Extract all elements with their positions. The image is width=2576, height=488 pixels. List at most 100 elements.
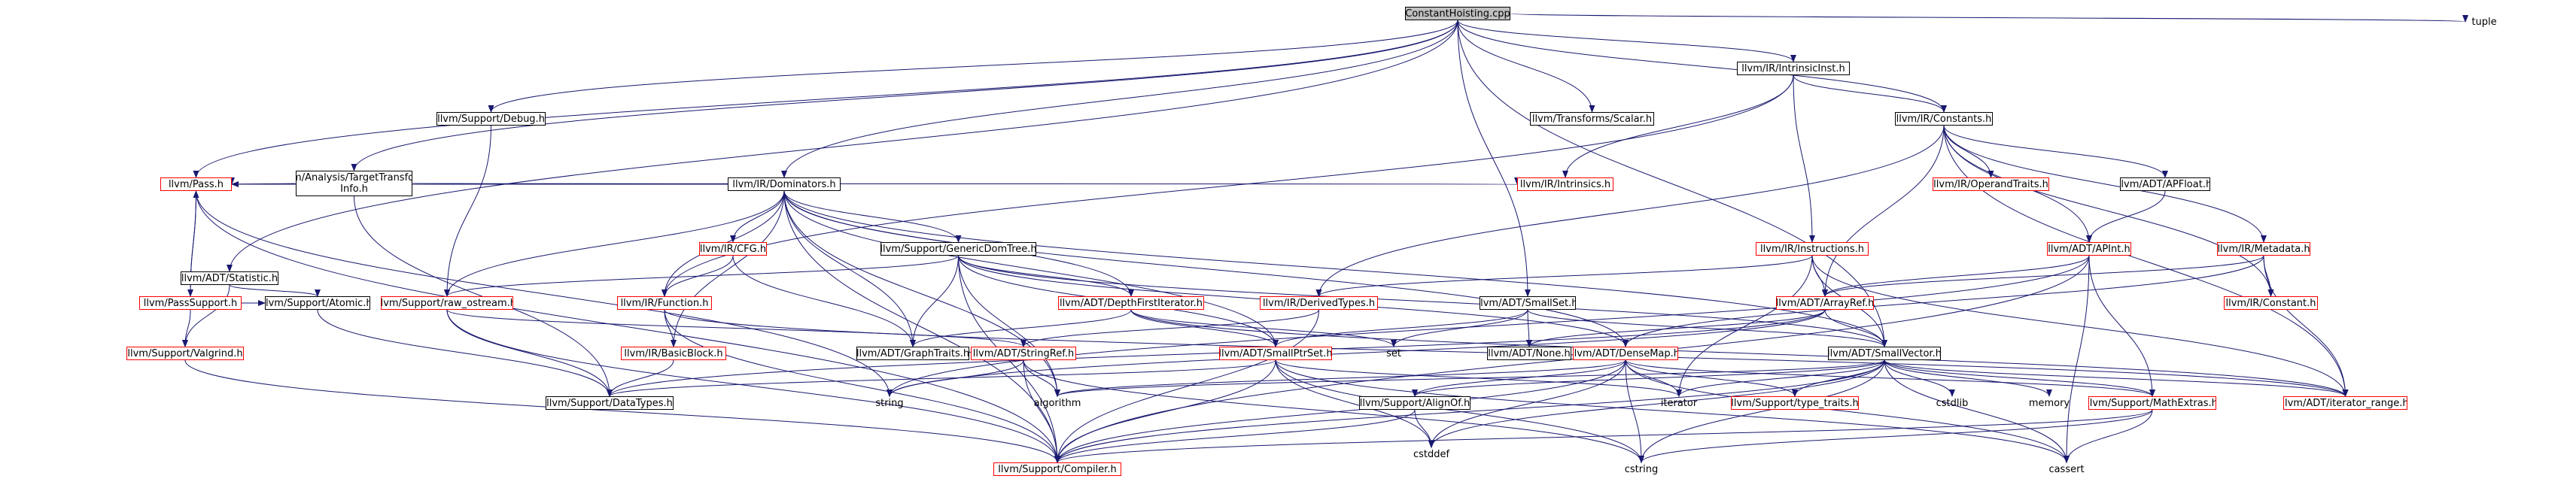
edge-genericdomtree-to-rawostream (444, 255, 959, 297)
edge-densemap-to-cassert (1625, 359, 2070, 463)
node-stringref-h[interactable]: llvm/ADT/StringRef.h (971, 347, 1076, 360)
node-intrinsics-h[interactable]: llvm/IR/Intrinsics.h (1517, 177, 1613, 191)
node-raw-ostream-h[interactable]: llvm/Support/raw_ostream.h (381, 296, 513, 310)
node-iterator-range-h[interactable]: llvm/ADT/iterator_range.h (2283, 396, 2407, 410)
node-compiler-h[interactable]: llvm/Support/Compiler.h (993, 462, 1121, 476)
node-type-traits-h[interactable]: llvm/Support/type_traits.h (1731, 396, 1859, 410)
node-cstring: cstring (1624, 463, 1659, 475)
edge-constants-to-apfloat (1943, 125, 2168, 178)
edge-root-to-tti (351, 20, 1458, 171)
node-set: set (1386, 347, 1401, 359)
node-metadata-h[interactable]: llvm/IR/Metadata.h (2217, 242, 2310, 256)
edge-depthfirst-to-smallptrset (1130, 309, 1279, 347)
edge-dominators-to-cfg (730, 190, 785, 243)
edge-smallptrset-to-cassert (1275, 359, 2070, 463)
edge-apint-to-cassert (2064, 255, 2090, 463)
edge-root-to-scalar (1457, 20, 1595, 113)
node-smallset-h[interactable]: llvm/ADT/SmallSet.h (1480, 296, 1576, 310)
edge-smallvector-to-iteratorrange (1884, 359, 2349, 397)
node-scalar-h[interactable]: llvm/Transforms/Scalar.h (1530, 112, 1654, 126)
edge-genericdomtree-to-graphtraits (910, 255, 959, 347)
node-mathextras-h[interactable]: llvm/Support/MathExtras.h (2088, 396, 2216, 410)
edge-smallvector-to-alignof (1412, 359, 1885, 397)
node-apint-h[interactable]: llvm/ADT/APInt.h (2047, 242, 2131, 256)
edge-basicblock-to-datatypes (607, 359, 674, 397)
edge-intrinsicinst-to-intrinsics (1562, 74, 1794, 178)
edge-rawostream-to-stringref (446, 309, 1026, 347)
node-dominators-h[interactable]: llvm/IR/Dominators.h (728, 177, 841, 191)
node-cfg-h[interactable]: llvm/IR/CFG.h (699, 242, 767, 256)
node-derivedtypes-h[interactable]: llvm/IR/DerivedTypes.h (1260, 296, 1378, 310)
edge-dominators-to-densemap (783, 190, 1629, 347)
edge-densemap-to-cstring (1625, 359, 1644, 463)
node-constants-h[interactable]: llvm/IR/Constants.h (1895, 112, 1993, 126)
node-basicblock-h[interactable]: llvm/IR/BasicBlock.h (621, 347, 726, 360)
edge-smallvector-to-typetraits (1792, 359, 1885, 397)
edge-mathextras-to-cassert (2064, 409, 2153, 463)
edge-mathextras-to-compiler (1054, 409, 2153, 463)
edge-instructions-to-iteratorrange (1811, 255, 2349, 397)
edge-smallset-to-set (1391, 309, 1528, 347)
node-none-h[interactable]: llvm/ADT/None.h (1487, 347, 1571, 360)
edge-constants-to-metadata (1943, 125, 2267, 243)
edge-depthfirst-to-iteratorrange (1130, 309, 2349, 397)
edge-apfloat-to-apint (2086, 190, 2166, 243)
node-operandtraits-h[interactable]: llvm/IR/OperandTraits.h (1933, 177, 2049, 191)
edge-metadata-to-arrayref (1822, 255, 2264, 297)
node-smallptrset-h[interactable]: llvm/ADT/SmallPtrSet.h (1219, 347, 1332, 360)
edge-derivedtypes-to-stringref (1020, 309, 1319, 347)
edge-metadata-to-constant (2263, 255, 2274, 297)
node-valgrind-h[interactable]: llvm/Support/Valgrind.h (126, 347, 244, 360)
node-atomic-h[interactable]: llvm/Support/Atomic.h (265, 296, 370, 310)
edge-function-to-compiler (664, 309, 1060, 463)
node-debug-h[interactable]: llvm/Support/Debug.h (436, 112, 546, 126)
node-graphtraits-h[interactable]: llvm/ADT/GraphTraits.h (856, 347, 969, 360)
node-function-h[interactable]: llvm/IR/Function.h (617, 296, 712, 310)
edge-smallvector-to-memory (1884, 359, 2052, 397)
node-densemap-h[interactable]: llvm/ADT/DenseMap.h (1573, 347, 1678, 360)
edge-constants-to-iteratorrange (1943, 125, 2349, 397)
edge-smallvector-to-cstddef (1428, 359, 1885, 448)
node-apfloat-h[interactable]: llvm/ADT/APFloat.h (2120, 177, 2210, 191)
node-passsupport-h[interactable]: llvm/PassSupport.h (139, 296, 242, 310)
node-depthfirstiterator-h[interactable]: llvm/ADT/DepthFirstIterator.h (1058, 296, 1204, 310)
node-instructions-h[interactable]: llvm/IR/Instructions.h (1756, 242, 1869, 256)
edge-apint-to-mathextras (2088, 255, 2155, 397)
node-smallvector-h[interactable]: llvm/ADT/SmallVector.h (1828, 347, 1941, 360)
node-intrinsicinst-h[interactable]: llvm/IR/IntrinsicInst.h (1737, 62, 1850, 75)
edge-dominators-to-smallptrset (783, 190, 1279, 347)
edge-genericdomtree-to-algorithm (958, 255, 1060, 397)
edge-constants-to-derivedtypes (1315, 125, 1945, 297)
edge-atomic-to-datatypes (317, 309, 613, 397)
node-statistic-h[interactable]: llvm/ADT/Statistic.h (181, 271, 278, 285)
edge-tti-to-pass (230, 177, 297, 185)
node-targettransforminfo-h[interactable]: llvm/Analysis/TargetTransform Info.h (296, 171, 412, 196)
edge-intrinsicinst-to-instructions (1793, 74, 1815, 243)
edge-apint-to-arrayref (1822, 255, 2090, 297)
node-constant-h[interactable]: llvm/IR/Constant.h (2224, 296, 2318, 310)
edge-statistic-to-atomic (229, 284, 321, 297)
edge-valgrind-to-compiler (184, 359, 1060, 463)
node-datatypes-h[interactable]: llvm/Support/DataTypes.h (546, 396, 674, 410)
edge-derivedtypes-to-compiler (1054, 309, 1319, 463)
node-constanthoisting-cpp[interactable]: ConstantHoisting.cpp (1405, 7, 1510, 20)
edge-smallset-to-smallptrset (1273, 309, 1528, 347)
edge-dominators-to-genericdomtree (783, 190, 962, 243)
edge-pass-to-compiler (196, 190, 1060, 463)
edge-debug-to-rawostream (444, 125, 491, 297)
edge-root-to-debug (488, 20, 1458, 113)
node-alignof-h[interactable]: llvm/Support/AlignOf.h (1359, 396, 1470, 410)
edge-smallvector-to-cassert (1884, 359, 2070, 463)
edge-dominators-to-basicblock (671, 190, 785, 347)
node-genericdomtree-h[interactable]: llvm/Support/GenericDomTree.h (880, 242, 1036, 256)
node-arrayref-h[interactable]: llvm/ADT/ArrayRef.h (1776, 296, 1874, 310)
node-pass-h[interactable]: llvm/Pass.h (160, 177, 232, 191)
edge-root-to-intrinsicinst (1457, 20, 1796, 62)
edge-smallptrset-to-datatypes (607, 359, 1276, 397)
edge-function-to-basicblock (664, 309, 677, 347)
edge-smallptrset-to-compiler (1054, 359, 1276, 463)
edge-root-to-constants (1457, 20, 1947, 113)
edge-apint-to-string (887, 255, 2090, 397)
